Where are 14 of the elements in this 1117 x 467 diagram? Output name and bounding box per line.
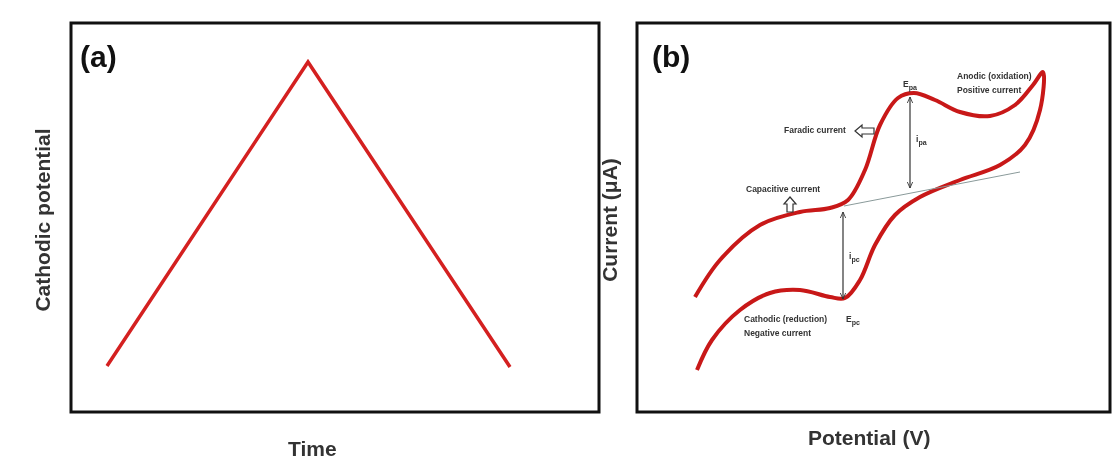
peak-label: E$_{pa}$: [903, 78, 917, 94]
annotation-text: Cathodic (reduction) Negative current: [744, 313, 829, 340]
annotation-text: Faradic current: [784, 124, 846, 137]
axis-title: Potential (V): [808, 426, 931, 450]
annotation-text: Capacitive current: [746, 183, 821, 196]
annotation-text: i$_{pa}$: [916, 133, 927, 149]
peak-label: E$_{pc}$: [846, 313, 860, 329]
axis-title: Current (μA): [598, 157, 622, 284]
panel-label: (b): [652, 40, 691, 74]
axis-title: Time: [288, 437, 337, 461]
axis-title: Cathodic potential: [31, 127, 55, 314]
annotation-text: Anodic (oxidation) Positive current: [957, 70, 1033, 97]
panel-label: (a): [80, 40, 117, 74]
annotation-text: i$_{pc}$: [849, 250, 860, 266]
